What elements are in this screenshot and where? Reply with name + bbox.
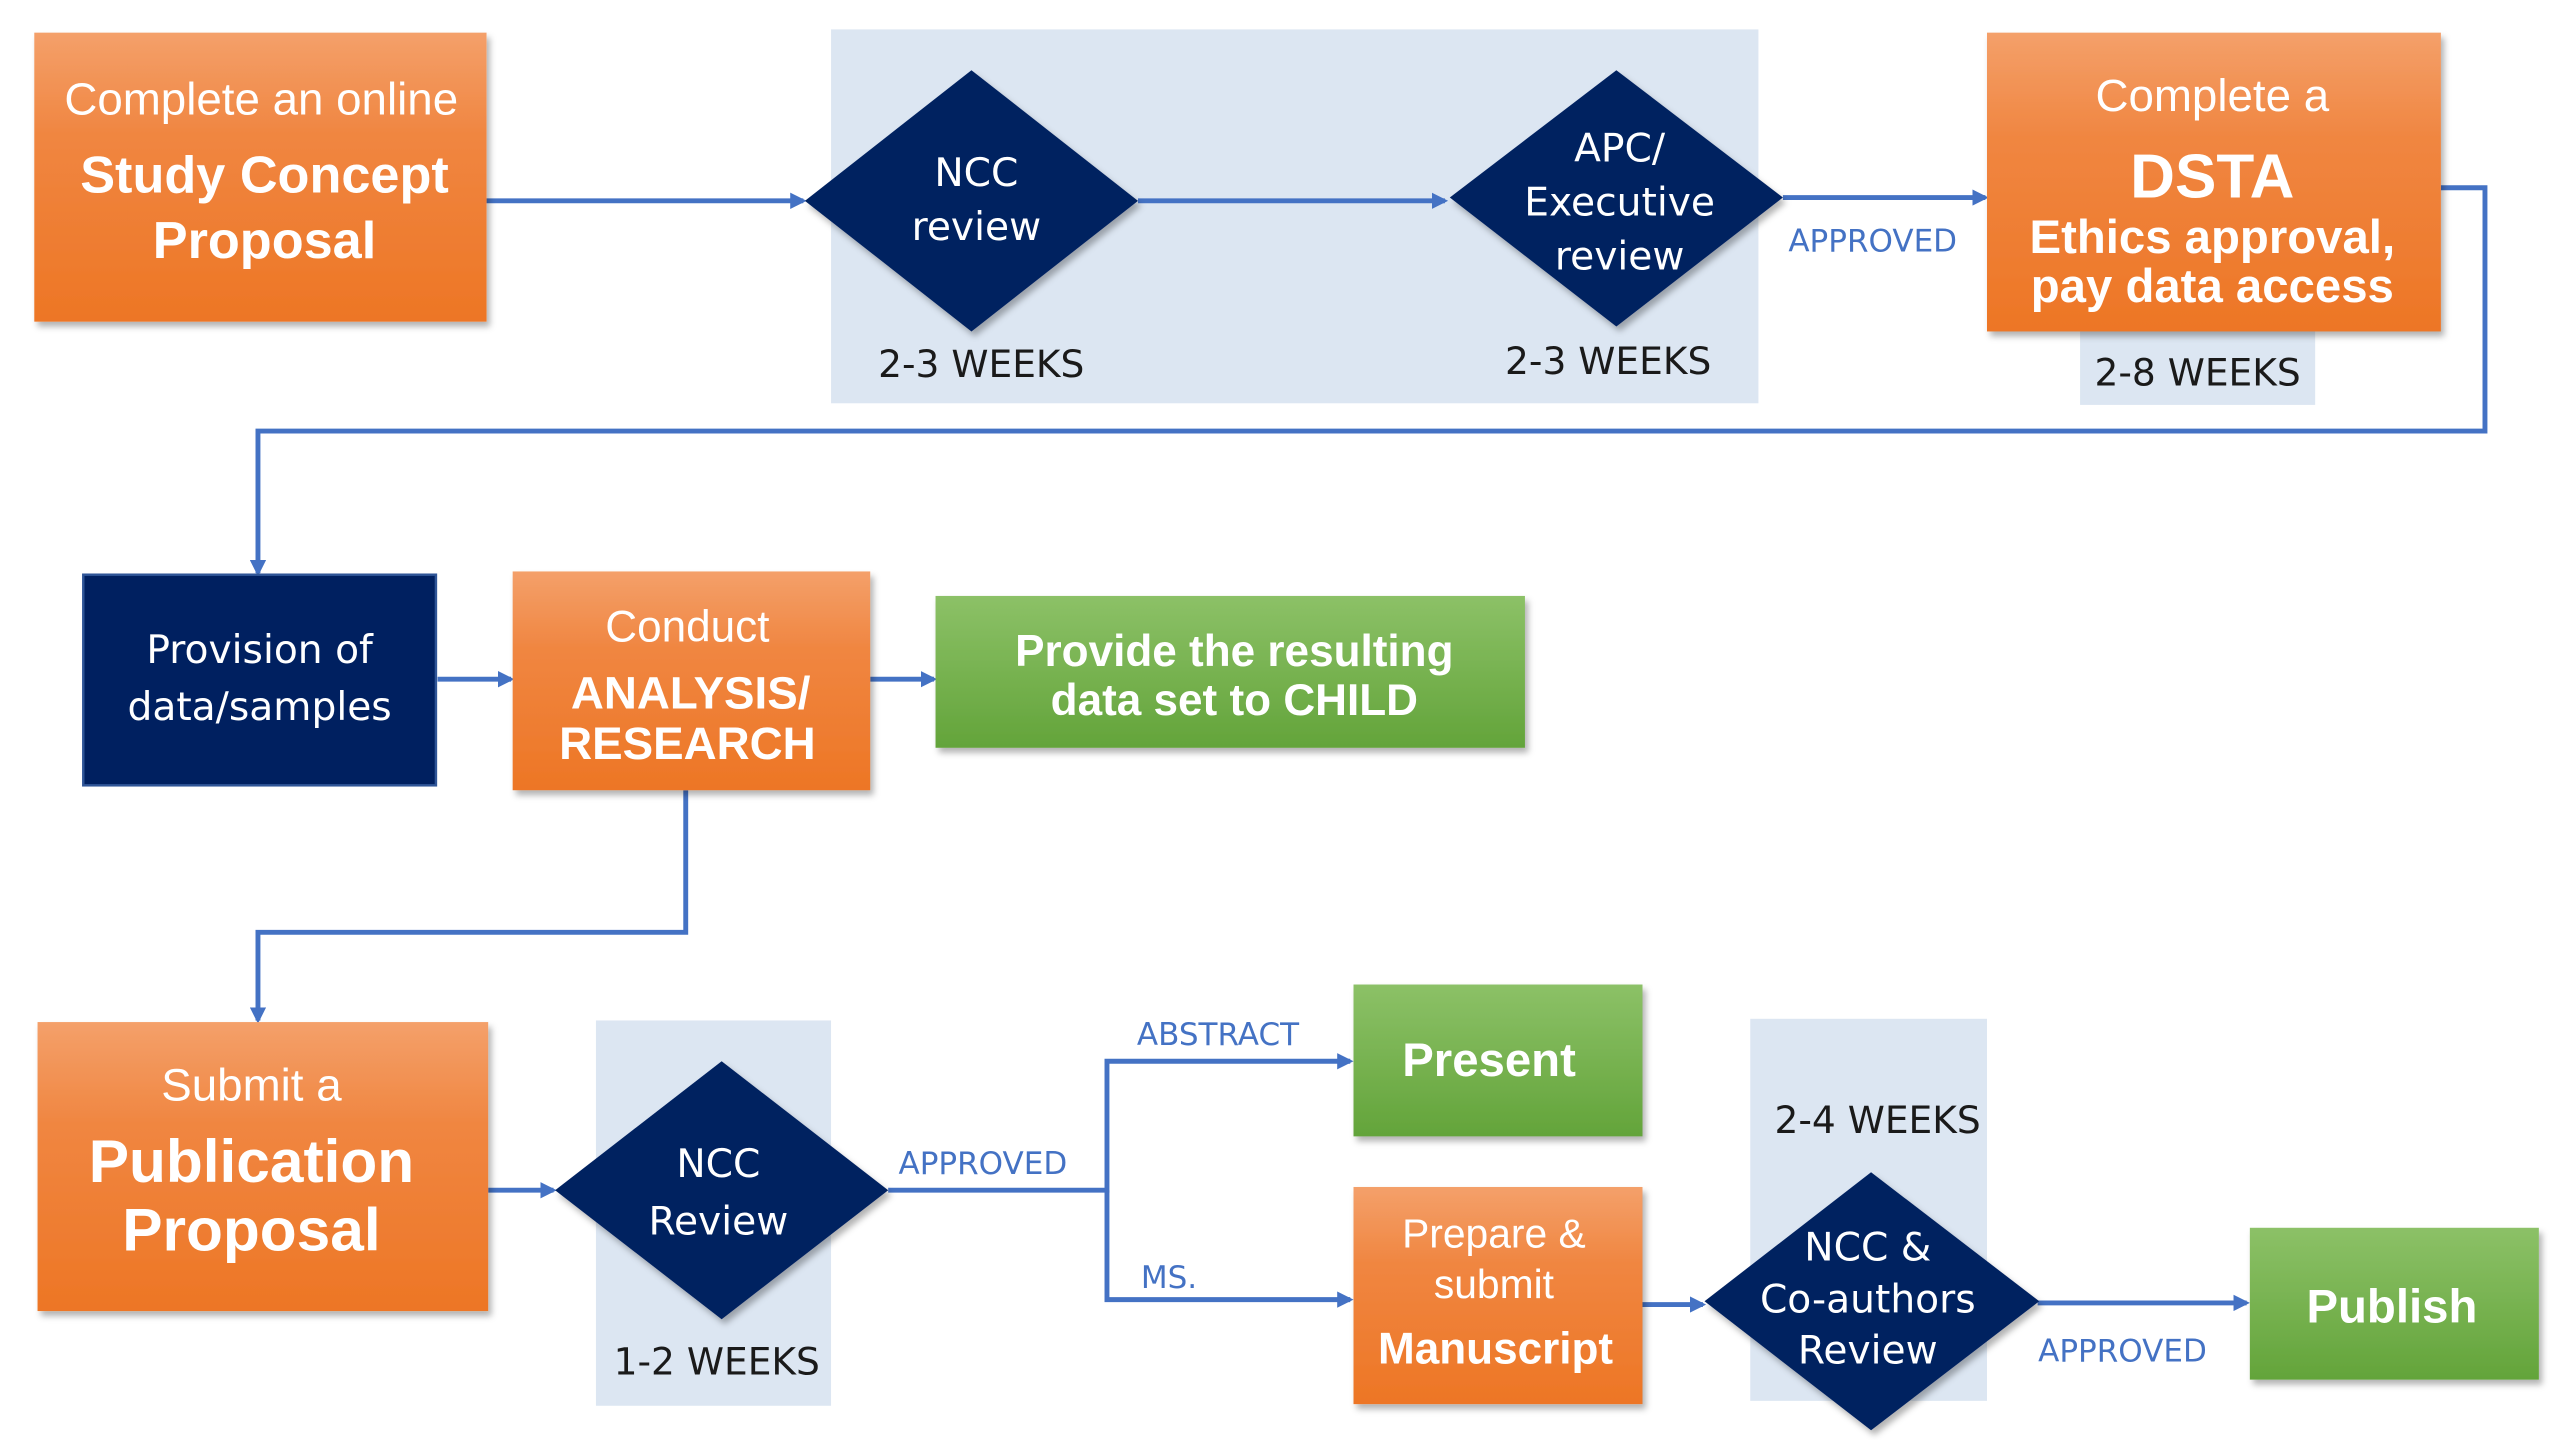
proposal-line2: Study Concept xyxy=(80,147,449,205)
dataset-box: Provide the resulting data set to CHILD xyxy=(935,595,1525,748)
analysis-line2: ANALYSIS/ xyxy=(571,668,811,719)
present-box: Present xyxy=(1353,984,1643,1137)
coauthor-review-weeks: 2-4 WEEKS xyxy=(1774,1098,1980,1142)
manuscript-line1: Prepare & xyxy=(1402,1210,1586,1256)
provision-line2: data/samples xyxy=(127,685,391,730)
publication-line2: Publication xyxy=(89,1127,414,1195)
approved-label-2: APPROVED xyxy=(899,1146,1068,1182)
dataset-line1: Provide the resulting xyxy=(1015,627,1453,676)
publication-proposal-box: Submit a Publication Proposal xyxy=(37,1022,489,1312)
analysis-line3: RESEARCH xyxy=(559,718,815,769)
ncc-review-weeks: 2-3 WEEKS xyxy=(878,342,1084,386)
manuscript-box: Prepare & submit Manuscript xyxy=(1353,1186,1643,1405)
dsta-weeks: 2-8 WEEKS xyxy=(2094,350,2300,394)
dataset-line2: data set to CHILD xyxy=(1051,676,1418,725)
dsta-line3: Ethics approval, xyxy=(2030,211,2396,264)
apc-review-line2: Executive xyxy=(1524,181,1715,226)
present-label: Present xyxy=(1402,1034,1576,1087)
dsta-weeks-panel xyxy=(2080,326,2316,405)
coauthor-review-diamond: NCC & Co-authors Review xyxy=(1704,1172,2040,1431)
publication-line1: Submit a xyxy=(161,1059,342,1110)
ncc-review-line1: NCC xyxy=(934,151,1018,196)
ms-label: MS. xyxy=(1141,1260,1197,1296)
apc-review-line1: APC/ xyxy=(1574,127,1666,172)
arrow-dsta-to-provision xyxy=(249,185,2488,577)
analysis-line1: Conduct xyxy=(605,603,769,652)
provision-line1: Provision of xyxy=(146,628,374,673)
coauthor-review-line3: Review xyxy=(1798,1328,1938,1373)
manuscript-line3: Manuscript xyxy=(1378,1324,1613,1373)
manuscript-line2: submit xyxy=(1434,1261,1555,1307)
apc-executive-review-diamond: APC/ Executive review xyxy=(1449,70,1783,327)
arrow-ncc2-to-present xyxy=(888,1053,1354,1193)
arrow-ncc2-to-manuscript xyxy=(1104,1190,1354,1308)
publication-line3: Proposal xyxy=(122,1196,380,1264)
abstract-label: ABSTRACT xyxy=(1137,1017,1300,1053)
ncc-review-line2: review xyxy=(912,205,1042,250)
dsta-line1: Complete a xyxy=(2095,70,2329,121)
ncc-review-2-line2: Review xyxy=(649,1199,789,1244)
study-concept-proposal-box: Complete an online Study Concept Proposa… xyxy=(34,32,487,322)
dsta-line2: DSTA xyxy=(2130,143,2294,212)
dsta-line4: pay data access xyxy=(2031,260,2394,313)
coauthor-review-line2: Co-authors xyxy=(1760,1278,1976,1323)
analysis-box: Conduct ANALYSIS/ RESEARCH xyxy=(512,571,871,791)
publish-label: Publish xyxy=(2306,1280,2477,1333)
arrow-analysis-to-publication xyxy=(249,790,689,1024)
proposal-line1: Complete an online xyxy=(64,73,458,124)
dsta-box: Complete a DSTA Ethics approval, pay dat… xyxy=(1986,32,2441,332)
approved-label-1: APPROVED xyxy=(1788,223,1957,259)
apc-review-line3: review xyxy=(1555,234,1685,279)
ncc-review-2-weeks: 1-2 WEEKS xyxy=(614,1340,820,1384)
approved-label-3: APPROVED xyxy=(2038,1334,2207,1370)
proposal-line3: Proposal xyxy=(153,212,377,270)
provision-box: Provision of data/samples xyxy=(82,573,438,787)
coauthor-review-line1: NCC & xyxy=(1804,1225,1931,1270)
apc-review-weeks: 2-3 WEEKS xyxy=(1505,339,1711,383)
publish-box: Publish xyxy=(2249,1227,2539,1380)
ncc-review-2-line1: NCC xyxy=(676,1142,760,1187)
